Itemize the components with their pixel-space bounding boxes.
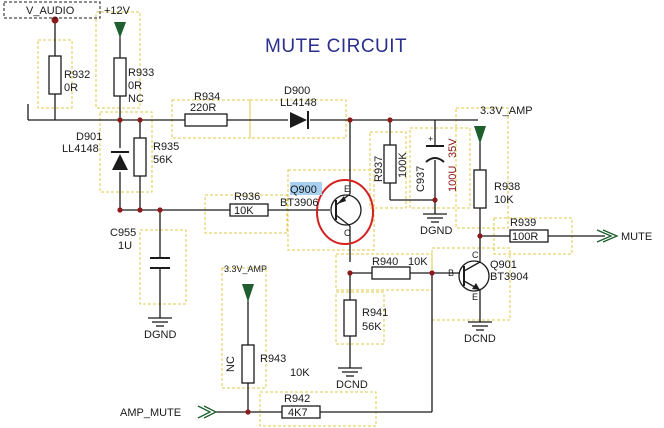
- highlight-ellipse: [316, 179, 374, 245]
- label-q900-ref: Q900: [290, 184, 317, 196]
- diode-d901-icon: [111, 151, 129, 170]
- resistor-r942: [281, 405, 321, 419]
- label-c955-value: 1U: [118, 240, 132, 252]
- label-r938-value: 10K: [494, 194, 514, 206]
- label-q900-pin-c: C: [344, 228, 351, 238]
- net-dcnd-r941: DCND: [336, 379, 368, 391]
- label-r943-ref: R943: [260, 353, 286, 365]
- net-mute: MUTE: [621, 231, 652, 243]
- net-dgnd-c955: DGND: [144, 329, 176, 341]
- label-r937-value: 100K: [397, 152, 409, 178]
- label-r934-ref: R934: [194, 91, 220, 103]
- label-r941-value: 56K: [362, 321, 382, 333]
- label-r942-ref: R942: [284, 393, 310, 405]
- label-q901-value: BT3904: [490, 271, 529, 283]
- resistor-r939: [509, 229, 549, 243]
- resistor-r943: [241, 344, 255, 384]
- label-c955-ref: C955: [110, 227, 136, 239]
- label-q901-pin-e: E: [472, 292, 478, 302]
- label-r935-ref: R935: [153, 141, 179, 153]
- label-r933-note: NC: [128, 93, 144, 105]
- label-q900-value: BT3906: [280, 197, 319, 209]
- label-r939-value: 100R: [512, 231, 538, 243]
- net-dgnd-c937: DGND: [420, 225, 452, 237]
- label-r940-value: 10K: [408, 256, 428, 268]
- svg-text:+: +: [428, 134, 433, 144]
- label-r940-ref: R940: [372, 256, 398, 268]
- q900-ref-highlight: [290, 182, 322, 195]
- label-r937-ref: R937: [373, 156, 385, 182]
- resistor-r932: [48, 55, 62, 95]
- label-d901-ref: D901: [76, 131, 102, 143]
- junctions: [51, 16, 483, 415]
- capacitor-c937-icon: +: [425, 134, 445, 163]
- net-dcnd-q901: DCND: [464, 333, 496, 345]
- net-amp-mute: AMP_MUTE: [120, 407, 181, 419]
- label-q901-pin-c: C: [472, 250, 479, 260]
- net-v-audio: V_AUDIO: [26, 5, 75, 17]
- resistor-r936: [229, 203, 269, 217]
- label-r943-value: 10K: [290, 367, 310, 379]
- amp-mute-input-arrow-icon: [197, 405, 218, 419]
- v-audio-port-box: [3, 1, 101, 19]
- label-d900-ref: D900: [284, 85, 310, 97]
- label-r933-ref: R933: [128, 67, 154, 79]
- resistor-r940: [371, 266, 411, 280]
- amp-supply-arrow-icon-lower: [242, 284, 254, 302]
- label-r933-value: 0R: [128, 80, 142, 92]
- label-c937-ref: C937: [415, 166, 427, 192]
- diode-d900-icon: [290, 111, 309, 129]
- label-r934-value: 220R: [190, 102, 216, 114]
- label-c937-value: 100U: [447, 166, 459, 192]
- label-r943-note: NC: [225, 356, 237, 372]
- net-plus12v: +12V: [104, 5, 131, 17]
- diagram-title: MUTE CIRCUIT: [265, 36, 407, 57]
- capacitor-c955-icon: [150, 257, 170, 269]
- label-r935-value: 56K: [153, 154, 173, 166]
- transistor-q900-icon: [330, 193, 362, 227]
- net-v33-amp-top: 3.3V_AMP: [480, 105, 533, 117]
- label-q900-pin-e: E: [344, 184, 350, 194]
- label-r932-ref: R932: [64, 69, 90, 81]
- label-r938-ref: R938: [494, 181, 520, 193]
- label-c937-voltage: 35V: [447, 138, 459, 158]
- resistor-r941: [343, 299, 357, 337]
- amp-supply-arrow-icon: [474, 126, 486, 144]
- resistor-r938: [473, 169, 487, 209]
- plus12v-arrow-icon: [114, 22, 126, 38]
- transistor-q901-icon: [458, 260, 490, 292]
- label-r936-value: 10K: [234, 205, 254, 217]
- resistor-r935: [133, 137, 147, 177]
- label-d900-value: LL4148: [280, 97, 317, 109]
- label-r939-ref: R939: [510, 217, 536, 229]
- label-d901-value: LL4148: [62, 143, 99, 155]
- net-v33-amp-bottom: 3.3V_AMP: [224, 264, 267, 274]
- label-r932-value: 0R: [64, 82, 78, 94]
- label-r936-ref: R936: [234, 191, 260, 203]
- resistor-r937: [383, 144, 397, 184]
- mute-output-arrow-icon: [596, 229, 619, 243]
- resistor-r933: [113, 57, 127, 97]
- label-q901-ref: Q901: [490, 259, 517, 271]
- resistor-r934: [184, 113, 228, 127]
- label-r942-value: 4K7: [288, 407, 308, 419]
- label-q901-pin-b: B: [448, 268, 454, 278]
- ground-icons: [148, 213, 492, 377]
- label-r941-ref: R941: [362, 307, 388, 319]
